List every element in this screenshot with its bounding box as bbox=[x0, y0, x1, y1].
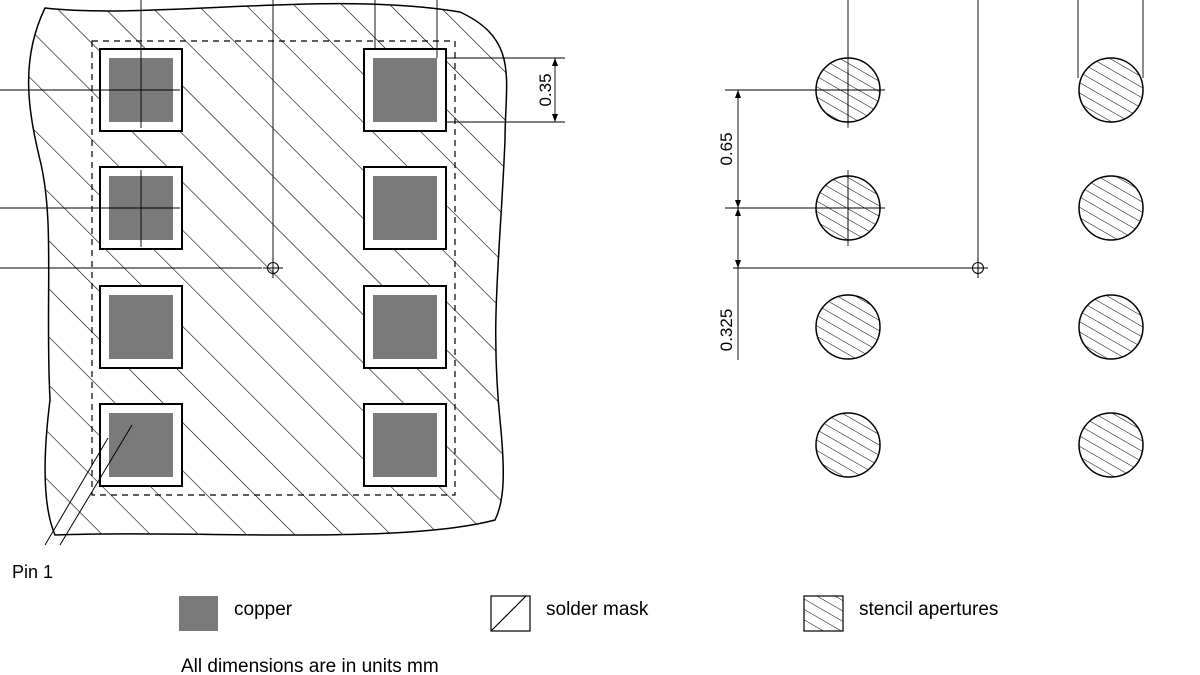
legend-copper-label: copper bbox=[234, 599, 293, 620]
pad-3-left bbox=[99, 285, 183, 369]
stencil-aperture bbox=[1078, 412, 1144, 478]
pad-2-right bbox=[363, 166, 447, 250]
legend-copper-swatch bbox=[179, 596, 218, 631]
legend-solder-mask-label: solder mask bbox=[546, 599, 649, 620]
stencil-aperture bbox=[1078, 175, 1144, 241]
units-note: All dimensions are in units mm bbox=[181, 656, 439, 675]
pin1-label: Pin 1 bbox=[12, 562, 53, 582]
stencil-aperture bbox=[815, 294, 881, 360]
pin1-leader bbox=[44, 424, 133, 546]
center-mark-right bbox=[968, 258, 988, 278]
pad-4-right bbox=[363, 403, 447, 487]
legend-stencil-swatch bbox=[803, 595, 844, 632]
stencil-view-lines bbox=[725, 0, 1144, 360]
legend-stencil-label: stencil apertures bbox=[859, 599, 998, 620]
aperture-centerlines bbox=[810, 52, 885, 246]
pad-4-left bbox=[99, 403, 183, 487]
legend: copper solder mask stencil apertures bbox=[179, 595, 998, 632]
stencil-aperture bbox=[1078, 57, 1144, 123]
dimension-half-pitch: 0.325 bbox=[717, 309, 736, 352]
center-mark-left bbox=[263, 258, 283, 278]
pad-array bbox=[99, 48, 447, 487]
dimension-pitch: 0.65 bbox=[717, 132, 736, 165]
pad-3-right bbox=[363, 285, 447, 369]
stencil-aperture bbox=[815, 412, 881, 478]
pad-1-right bbox=[363, 48, 447, 132]
left-dimension-lines bbox=[0, 0, 565, 269]
stencil-aperture bbox=[1078, 294, 1144, 360]
dimension-pad-size: 0.35 bbox=[536, 73, 555, 106]
legend-solder-mask-hatch bbox=[490, 595, 527, 632]
package-outline bbox=[91, 40, 456, 496]
